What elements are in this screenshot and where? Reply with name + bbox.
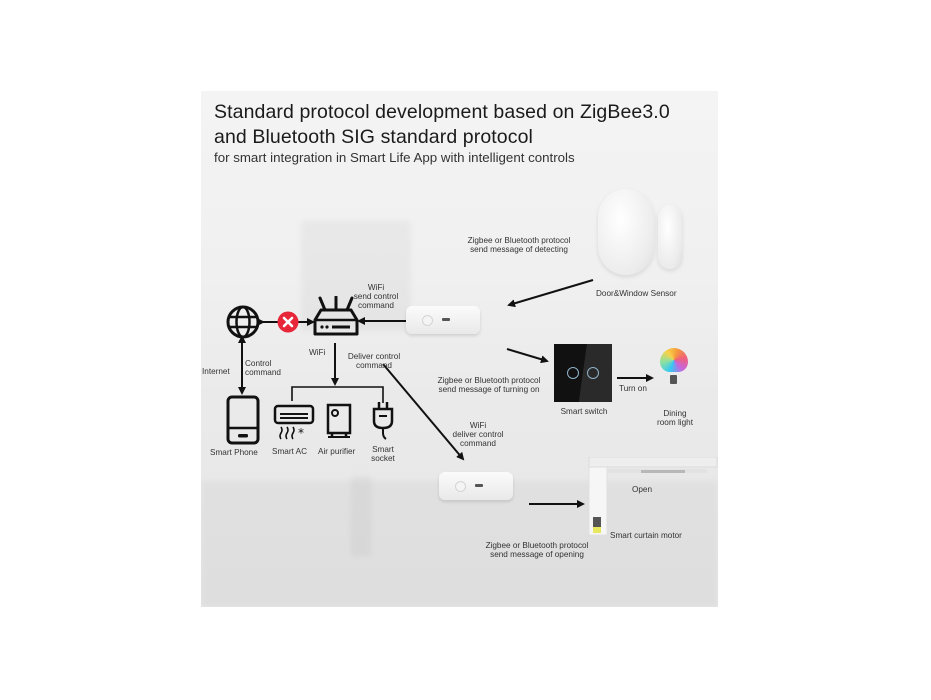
subtitle: for smart integration in Smart Life App … xyxy=(214,150,575,165)
label-smart-phone: Smart Phone xyxy=(210,448,258,457)
label-smart-switch: Smart switch xyxy=(560,407,608,416)
smart-socket-plug-icon xyxy=(372,402,394,440)
wifi-router-icon xyxy=(313,296,359,336)
label-turn-on: Turn on xyxy=(619,384,647,393)
diagram-panel: Standard protocol development based on Z… xyxy=(201,91,718,607)
smart-switch-image xyxy=(554,344,612,402)
curtain-motor-image xyxy=(588,457,718,536)
globe-icon xyxy=(226,305,260,339)
bulb-base xyxy=(670,375,677,384)
gateway-hub-bottom xyxy=(439,472,513,500)
label-wifi: WiFi xyxy=(309,348,326,357)
door-window-sensor-magnet xyxy=(658,205,682,269)
page-title: Standard protocol development based on Z… xyxy=(214,100,670,150)
title-line-2: and Bluetooth SIG standard protocol xyxy=(214,126,533,148)
label-curtain-open: Open xyxy=(632,485,653,494)
diagram-arrows xyxy=(238,279,654,508)
blocked-x-icon xyxy=(277,311,299,333)
label-door-window-sensor: Door&Window Sensor xyxy=(596,289,677,298)
title-line-1: Standard protocol development based on Z… xyxy=(214,101,670,123)
label-internet: Internet xyxy=(202,367,230,376)
door-window-sensor-body xyxy=(598,189,654,275)
smart-phone-icon xyxy=(226,395,260,445)
rgb-bulb-icon xyxy=(660,348,688,372)
gateway-hub-top xyxy=(406,306,480,334)
label-air-purifier: Air purifier xyxy=(318,447,356,456)
air-purifier-icon xyxy=(326,403,352,438)
svg-text:*: * xyxy=(298,426,304,440)
label-smart-curtain-motor: Smart curtain motor xyxy=(610,531,682,540)
smart-ac-icon: * xyxy=(273,404,315,440)
label-smart-ac: Smart AC xyxy=(272,447,308,456)
